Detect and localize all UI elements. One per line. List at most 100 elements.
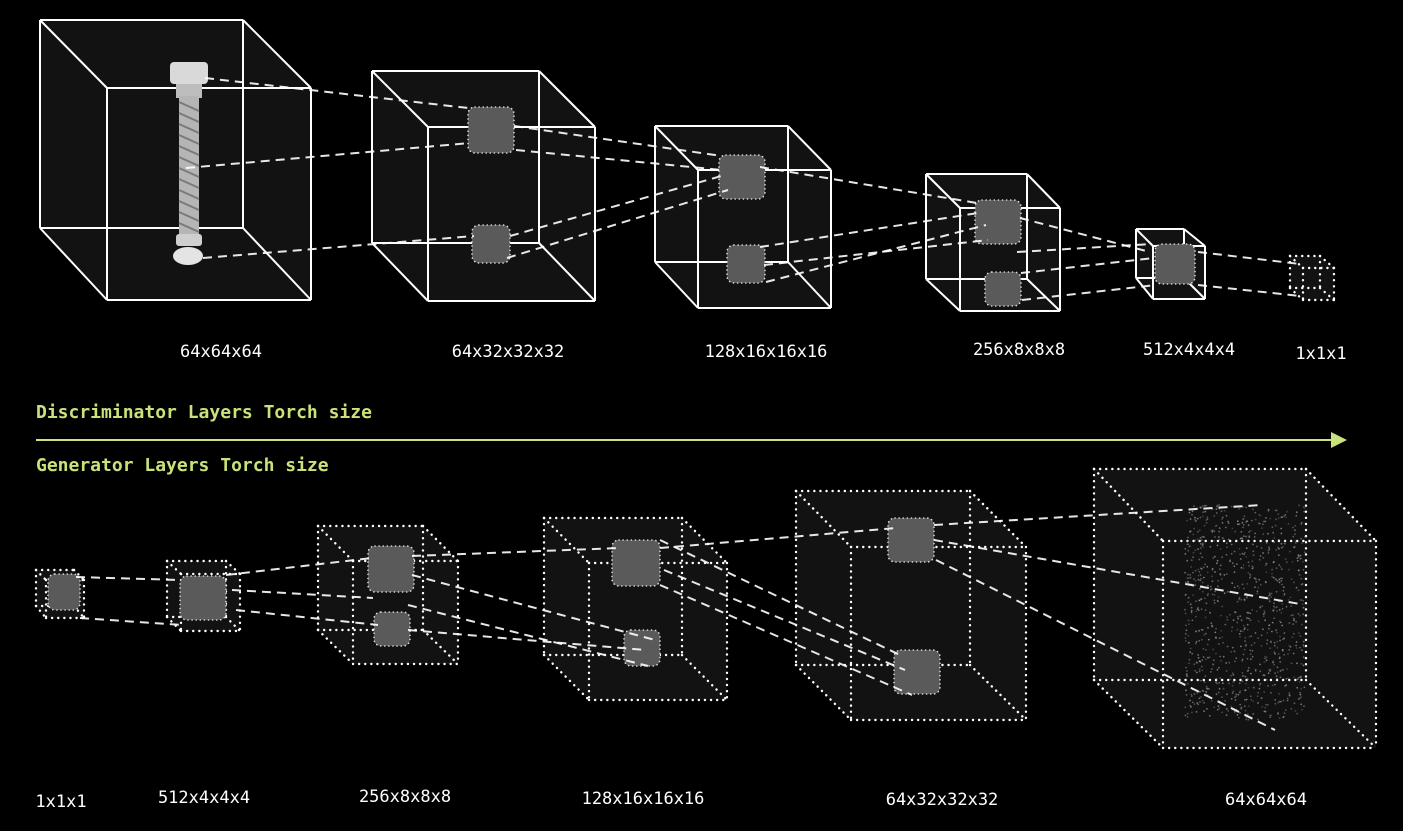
point <box>1186 673 1188 675</box>
point <box>1211 580 1214 583</box>
point <box>1283 653 1286 656</box>
connector-line <box>933 539 1301 605</box>
point <box>1268 597 1270 600</box>
point <box>1254 668 1257 671</box>
point <box>1254 578 1257 581</box>
point <box>1206 708 1208 710</box>
point <box>1298 681 1301 683</box>
point <box>1216 708 1219 711</box>
point <box>1238 598 1240 601</box>
point <box>1278 581 1281 584</box>
point <box>1273 644 1276 647</box>
point <box>1246 520 1249 522</box>
point <box>1259 583 1262 586</box>
point <box>1195 610 1197 613</box>
point <box>1219 677 1222 679</box>
disc-output-cube <box>1288 254 1336 302</box>
point <box>1257 691 1260 694</box>
point <box>1202 546 1205 548</box>
point <box>1239 615 1242 617</box>
cube-edge <box>1026 173 1061 209</box>
point <box>1251 565 1254 568</box>
point <box>1248 635 1251 638</box>
point <box>1200 543 1202 545</box>
patch-fill <box>374 612 410 646</box>
point <box>1245 644 1247 647</box>
point <box>1204 616 1207 619</box>
point <box>1242 624 1245 627</box>
patch-outline <box>611 539 661 587</box>
point <box>1280 700 1282 703</box>
column-twist <box>178 112 200 123</box>
point <box>1219 574 1222 576</box>
point <box>1187 642 1190 644</box>
point <box>1242 567 1245 569</box>
point <box>1238 633 1241 635</box>
patch-fill <box>468 107 514 153</box>
point <box>1236 621 1239 624</box>
point <box>1271 684 1274 687</box>
point <box>1184 581 1187 584</box>
point <box>1189 576 1192 579</box>
point <box>1221 605 1223 608</box>
cube-face <box>1290 256 1334 300</box>
point <box>1201 535 1204 538</box>
point <box>1253 536 1256 538</box>
connector-line <box>759 212 979 248</box>
point <box>1197 599 1200 601</box>
point <box>1225 514 1228 517</box>
point <box>1281 607 1284 610</box>
point <box>1212 529 1214 532</box>
point <box>1252 700 1255 703</box>
gen-layer-label: 256x8x8x8 <box>359 787 451 807</box>
point <box>1223 574 1226 576</box>
point <box>1209 588 1212 591</box>
point <box>1296 559 1299 562</box>
point <box>1275 629 1277 632</box>
connector-line <box>1197 284 1301 297</box>
point <box>1218 687 1221 690</box>
point <box>1274 702 1277 705</box>
point <box>1198 599 1201 602</box>
point <box>1221 682 1224 685</box>
point <box>1214 631 1217 634</box>
point <box>1184 706 1187 709</box>
point <box>1278 564 1281 566</box>
point <box>1202 648 1205 650</box>
point <box>1184 547 1187 550</box>
cube-edge <box>1183 228 1206 247</box>
point <box>1202 535 1205 538</box>
point <box>1215 627 1217 630</box>
direction-arrow-head <box>1331 432 1347 448</box>
point <box>1254 632 1257 634</box>
patch-fill <box>48 574 80 610</box>
point <box>1280 611 1283 614</box>
point <box>1225 573 1228 575</box>
point <box>1184 632 1187 635</box>
point <box>1187 536 1189 539</box>
point <box>1275 675 1278 677</box>
point <box>1274 699 1277 701</box>
point <box>1217 691 1220 694</box>
point <box>1203 710 1205 713</box>
point <box>1290 662 1293 665</box>
point <box>1216 559 1219 562</box>
cube-edge <box>654 261 699 309</box>
point <box>1185 640 1187 642</box>
point <box>1300 687 1303 690</box>
point <box>1226 619 1229 621</box>
point <box>1239 558 1242 560</box>
connector-line <box>509 174 726 237</box>
patch-outline <box>974 199 1022 245</box>
point <box>1245 555 1248 558</box>
point <box>1281 624 1284 627</box>
point <box>1200 696 1202 698</box>
point <box>1274 652 1276 655</box>
point <box>1232 619 1235 622</box>
connector-line <box>235 609 379 626</box>
point <box>1259 682 1262 685</box>
point <box>1215 693 1218 696</box>
point <box>1202 511 1205 514</box>
connector-line <box>659 584 913 696</box>
patch-outline <box>179 575 227 621</box>
